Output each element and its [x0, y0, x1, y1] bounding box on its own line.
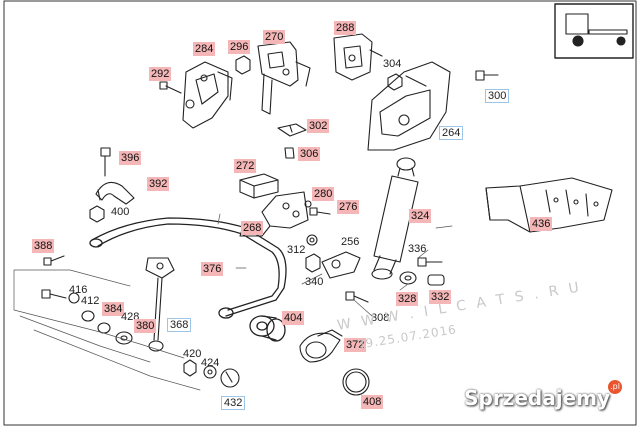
washer-412 [68, 292, 80, 304]
brand-logo-suffix: .pl [608, 380, 622, 394]
part-288-label[interactable]: 288 [334, 21, 357, 35]
clamp-372 [299, 329, 343, 363]
brand-logo: Sprzedajemy [464, 386, 610, 410]
part-270-label[interactable]: 270 [263, 30, 286, 44]
part-256-label[interactable]: 256 [341, 236, 360, 248]
part-300-label[interactable]: 300 [485, 89, 510, 103]
part-388-label[interactable]: 388 [32, 239, 55, 253]
part-432-label[interactable]: 432 [221, 396, 246, 410]
part-306-label[interactable]: 306 [298, 147, 321, 161]
part-308-label[interactable]: 308 [371, 312, 390, 324]
part-324-label[interactable]: 324 [409, 209, 432, 223]
part-392-label[interactable]: 392 [147, 177, 170, 191]
part-272-label[interactable]: 272 [234, 159, 257, 173]
bushing-404 [249, 315, 286, 342]
clamp-392 [95, 181, 135, 205]
part-400-label[interactable]: 400 [111, 206, 130, 218]
part-284-label[interactable]: 284 [193, 42, 216, 56]
clip-432 [220, 368, 240, 388]
truck-icon [554, 3, 634, 59]
nut-400 [89, 205, 105, 223]
snap-ring-408 [342, 368, 370, 396]
nut-340 [305, 253, 321, 273]
part-368-label[interactable]: 368 [167, 318, 192, 332]
part-328-label[interactable]: 328 [396, 292, 419, 306]
washer-312 [306, 234, 318, 246]
link-rod [145, 257, 175, 352]
part-424-label[interactable]: 424 [201, 357, 220, 369]
bushing-380 [115, 331, 133, 345]
sleeve-332 [427, 274, 445, 286]
bushing-428 [97, 322, 111, 334]
part-416-label[interactable]: 416 [69, 284, 88, 296]
part-268-label[interactable]: 268 [241, 221, 264, 235]
part-380-label[interactable]: 380 [134, 319, 157, 333]
bolt-292 [159, 81, 182, 94]
bolt-416 [41, 289, 67, 299]
part-304-label[interactable]: 304 [383, 58, 402, 70]
part-292-label[interactable]: 292 [149, 67, 172, 81]
part-396-label[interactable]: 396 [119, 151, 142, 165]
nut-420 [183, 359, 197, 377]
cap-306 [284, 147, 295, 159]
mount-264 [367, 61, 451, 151]
part-312-label[interactable]: 312 [287, 244, 306, 256]
bracket-288 [333, 33, 383, 81]
nut-304 [387, 73, 403, 91]
nut-296 [235, 55, 251, 75]
part-332-label[interactable]: 332 [429, 290, 452, 304]
frame-border [3, 0, 637, 426]
bushing-384 [81, 310, 95, 322]
bolt-336 [417, 257, 443, 267]
stabilizer-bar-376 [89, 217, 287, 319]
part-404-label[interactable]: 404 [282, 311, 305, 325]
washer-424 [203, 365, 217, 379]
clip-302 [277, 123, 307, 137]
bolt-308 [345, 291, 369, 303]
part-412-label[interactable]: 412 [81, 295, 100, 307]
bushing-328 [399, 271, 417, 285]
bolt-396 [100, 147, 111, 177]
leader-lines [13, 213, 453, 391]
part-408-label[interactable]: 408 [361, 395, 384, 409]
part-436-label[interactable]: 436 [530, 217, 553, 231]
bracket-436 [485, 177, 613, 233]
part-372-label[interactable]: 372 [344, 338, 367, 352]
part-264-label[interactable]: 264 [439, 126, 464, 140]
part-280-label[interactable]: 280 [312, 187, 335, 201]
shock-absorber-324 [371, 157, 419, 280]
mount-256 [321, 251, 361, 279]
part-376-label[interactable]: 376 [201, 262, 224, 276]
part-340-label[interactable]: 340 [305, 276, 324, 288]
part-336-label[interactable]: 336 [408, 243, 427, 255]
washer-280 [304, 200, 312, 208]
part-420-label[interactable]: 420 [183, 348, 202, 360]
part-296-label[interactable]: 296 [228, 40, 251, 54]
bracket-284 [182, 61, 233, 129]
bolt-300 [475, 70, 499, 81]
part-302-label[interactable]: 302 [307, 119, 330, 133]
bolt-388 [43, 255, 65, 266]
bracket-270 [257, 41, 311, 115]
pad-272 [239, 173, 279, 199]
part-276-label[interactable]: 276 [337, 200, 360, 214]
bolt-276 [309, 207, 331, 216]
part-384-label[interactable]: 384 [102, 302, 125, 316]
